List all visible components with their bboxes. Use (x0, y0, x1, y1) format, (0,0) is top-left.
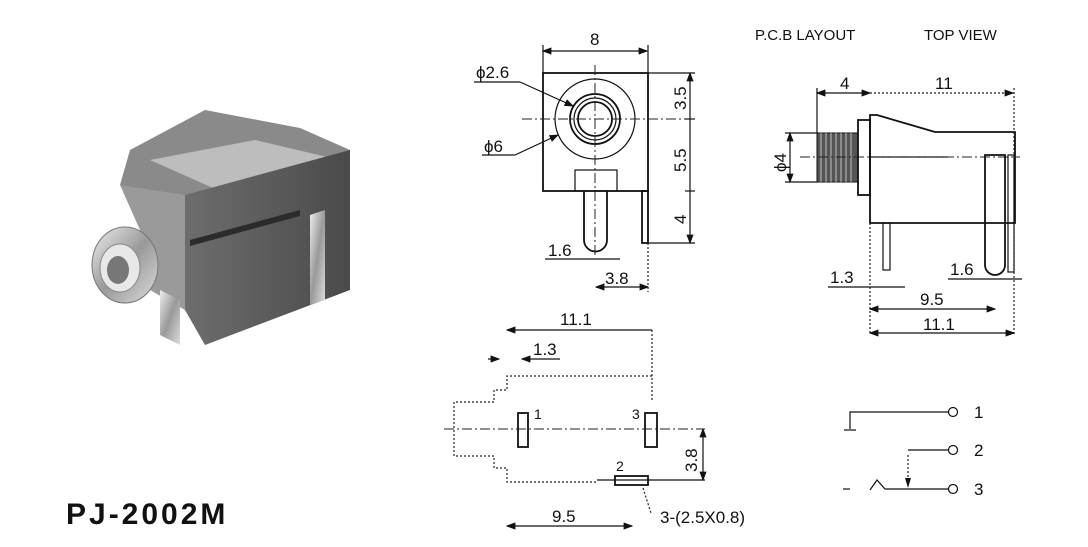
terminal-2-label: 2 (974, 441, 983, 460)
outer-dia-label: ϕ6 (484, 137, 503, 156)
product-title: PJ-2002M (66, 498, 228, 531)
pin-offset-label: 3.8 (605, 269, 629, 288)
hole-dia-label: ϕ2.6 (476, 63, 509, 82)
hole-spec-label: 3-(2.5X0.8) (660, 508, 745, 527)
pcb-total-len-label: 11.1 (560, 310, 592, 329)
pin3-label: 3 (632, 406, 640, 422)
pin-width-label: 1.6 (548, 241, 572, 260)
side-view (785, 88, 1022, 337)
pcb-pin-span-label: 9.5 (552, 507, 576, 526)
pcb-layout-header: P.C.B LAYOUT (755, 27, 855, 44)
thread-len-label: 4 (840, 74, 849, 93)
pin-span-label: 9.5 (920, 290, 944, 309)
dim-top-label: 3.5 (671, 86, 690, 110)
pcb-pin-offset-label: 3.8 (682, 448, 701, 472)
terminal-3-label: 3 (974, 480, 983, 499)
pin-left-width-label: 1.3 (830, 268, 854, 287)
thread-dia-label: ϕ4 (771, 153, 790, 172)
schematic (843, 406, 959, 495)
pin1-label: 1 (534, 406, 542, 422)
total-len-label: 11.1 (923, 315, 955, 334)
terminal-1-label: 1 (974, 403, 983, 422)
product-photo (91, 110, 350, 345)
top-view-header: TOP VIEW (924, 27, 998, 44)
pin-right-width-label: 1.6 (950, 260, 974, 279)
body-len-label: 11 (935, 74, 953, 93)
pin2-label: 2 (616, 458, 624, 474)
dim-mid-label: 5.5 (671, 148, 690, 172)
dim-bottom-label: 4 (671, 215, 690, 224)
front-width-label: 8 (590, 30, 599, 49)
pcb-layout (444, 326, 707, 530)
pcb-offset-label: 1.3 (533, 340, 557, 359)
front-view (474, 45, 695, 292)
